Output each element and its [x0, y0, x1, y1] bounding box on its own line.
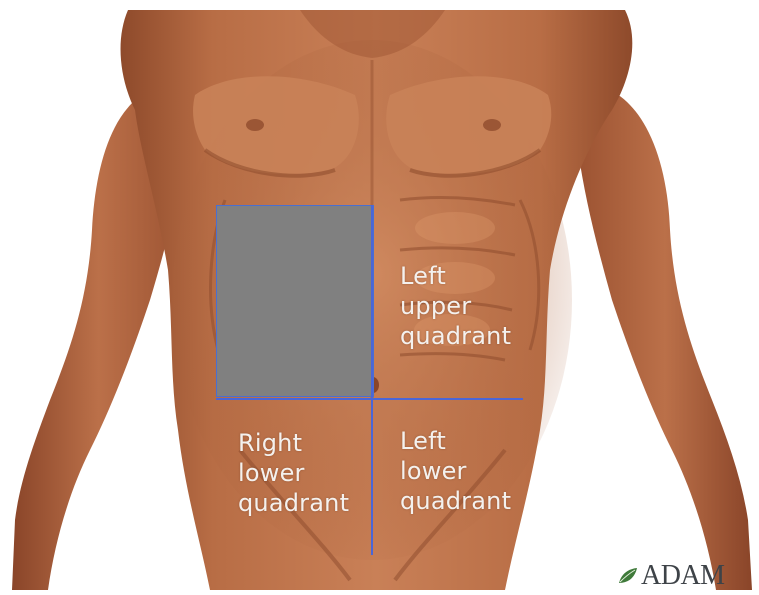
label-line: lower — [238, 458, 349, 488]
right-nipple — [483, 119, 501, 131]
label-line: Right — [238, 428, 349, 458]
label-line: quadrant — [400, 321, 511, 351]
label-line: Left — [400, 426, 511, 456]
label-line: lower — [400, 456, 511, 486]
vertical-midline — [371, 205, 373, 555]
adam-logo: ADAM — [617, 561, 757, 591]
right-lower-quadrant-label: Right lower quadrant — [238, 428, 349, 518]
label-line: Left — [400, 261, 511, 291]
horizontal-umbilical-line — [216, 398, 523, 400]
label-line: quadrant — [400, 486, 511, 516]
redaction-box — [216, 205, 374, 397]
right-arm-shape — [578, 90, 752, 590]
left-nipple — [246, 119, 264, 131]
label-line: upper — [400, 291, 511, 321]
label-line: quadrant — [238, 488, 349, 518]
left-upper-quadrant-label: Left upper quadrant — [400, 261, 511, 351]
logo-text: ADAM — [641, 561, 725, 591]
left-lower-quadrant-label: Left lower quadrant — [400, 426, 511, 516]
leaf-logo-icon — [617, 565, 639, 587]
